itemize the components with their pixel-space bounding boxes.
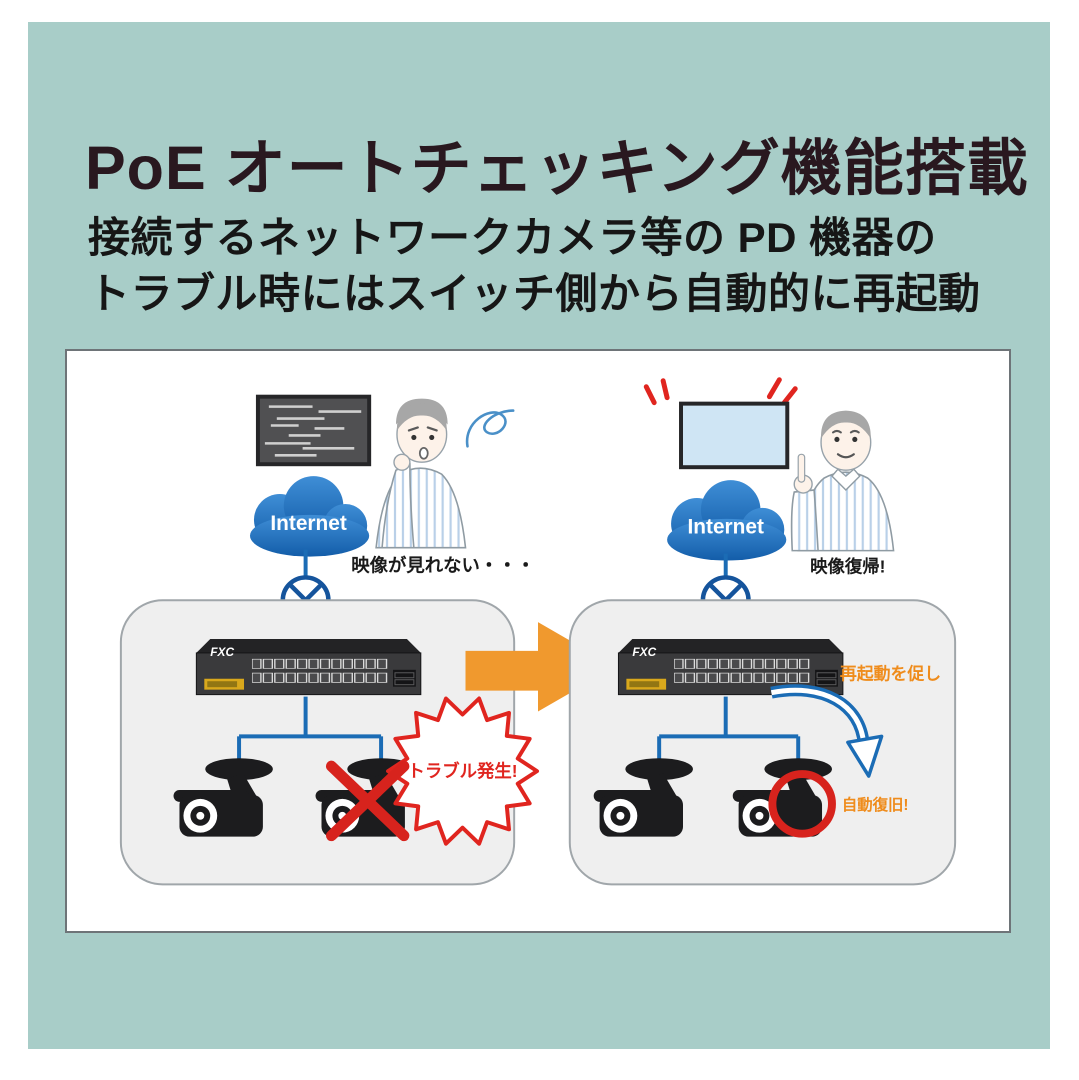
person-worried	[375, 398, 467, 549]
emphasis-marks-icon	[643, 377, 798, 406]
monitor-online	[679, 401, 790, 470]
page-subtitle: 接続するネットワークカメラ等の PD 機器の トラブル時にはスイッチ側から自動的…	[88, 210, 1018, 322]
failure-x-icon	[325, 760, 410, 842]
scene-after: Internet 映像復帰!	[568, 377, 957, 886]
page-title: PoE オートチェッキング機能搭載	[85, 134, 1029, 202]
diagram-panel: Internet 映像が見れない・・・	[65, 349, 1011, 933]
poe-diagram: Internet 映像が見れない・・・	[119, 377, 957, 886]
person-happy	[790, 410, 895, 552]
transition-arrow-icon	[465, 622, 616, 712]
scene-before: Internet 映像が見れない・・・	[119, 394, 537, 886]
trouble-burst: トラブル発生!	[388, 699, 537, 844]
static-lines	[264, 405, 362, 457]
switch-brand-after: FXC	[632, 645, 656, 659]
confusion-squiggle-icon	[465, 409, 515, 448]
subtitle-line-1: 接続するネットワークカメラ等の PD 機器の	[88, 214, 937, 261]
trouble-burst-label: トラブル発生!	[407, 761, 517, 781]
poe-switch-before: FXC	[196, 639, 420, 695]
reboot-arrow-icon	[770, 684, 884, 778]
subtitle-line-2: トラブル時にはスイッチ側から自動的に再起動	[88, 270, 981, 317]
worried-face	[407, 426, 438, 460]
internet-cloud-after: Internet	[667, 480, 786, 560]
monitor-offline	[255, 394, 372, 467]
internet-label-after: Internet	[687, 516, 763, 539]
arm-pointing	[790, 489, 819, 552]
arm-raised	[381, 463, 415, 549]
restart-note: 再起動を促し	[840, 664, 941, 684]
user-comment-before: 映像が見れない・・・	[351, 554, 535, 575]
pointing-finger	[797, 453, 806, 483]
internet-cloud-before: Internet	[250, 476, 369, 556]
hand	[393, 453, 411, 471]
poe-switch-after: FXC	[618, 639, 842, 695]
user-comment-after: 映像復帰!	[810, 556, 885, 576]
teal-background: PoE オートチェッキング機能搭載 接続するネットワークカメラ等の PD 機器の…	[28, 22, 1050, 1049]
internet-label-before: Internet	[270, 512, 346, 535]
happy-face	[831, 429, 860, 459]
recovery-note: 自動復旧!	[842, 795, 909, 814]
recovery-ring-icon	[768, 770, 836, 838]
switch-brand-before: FXC	[210, 645, 234, 659]
